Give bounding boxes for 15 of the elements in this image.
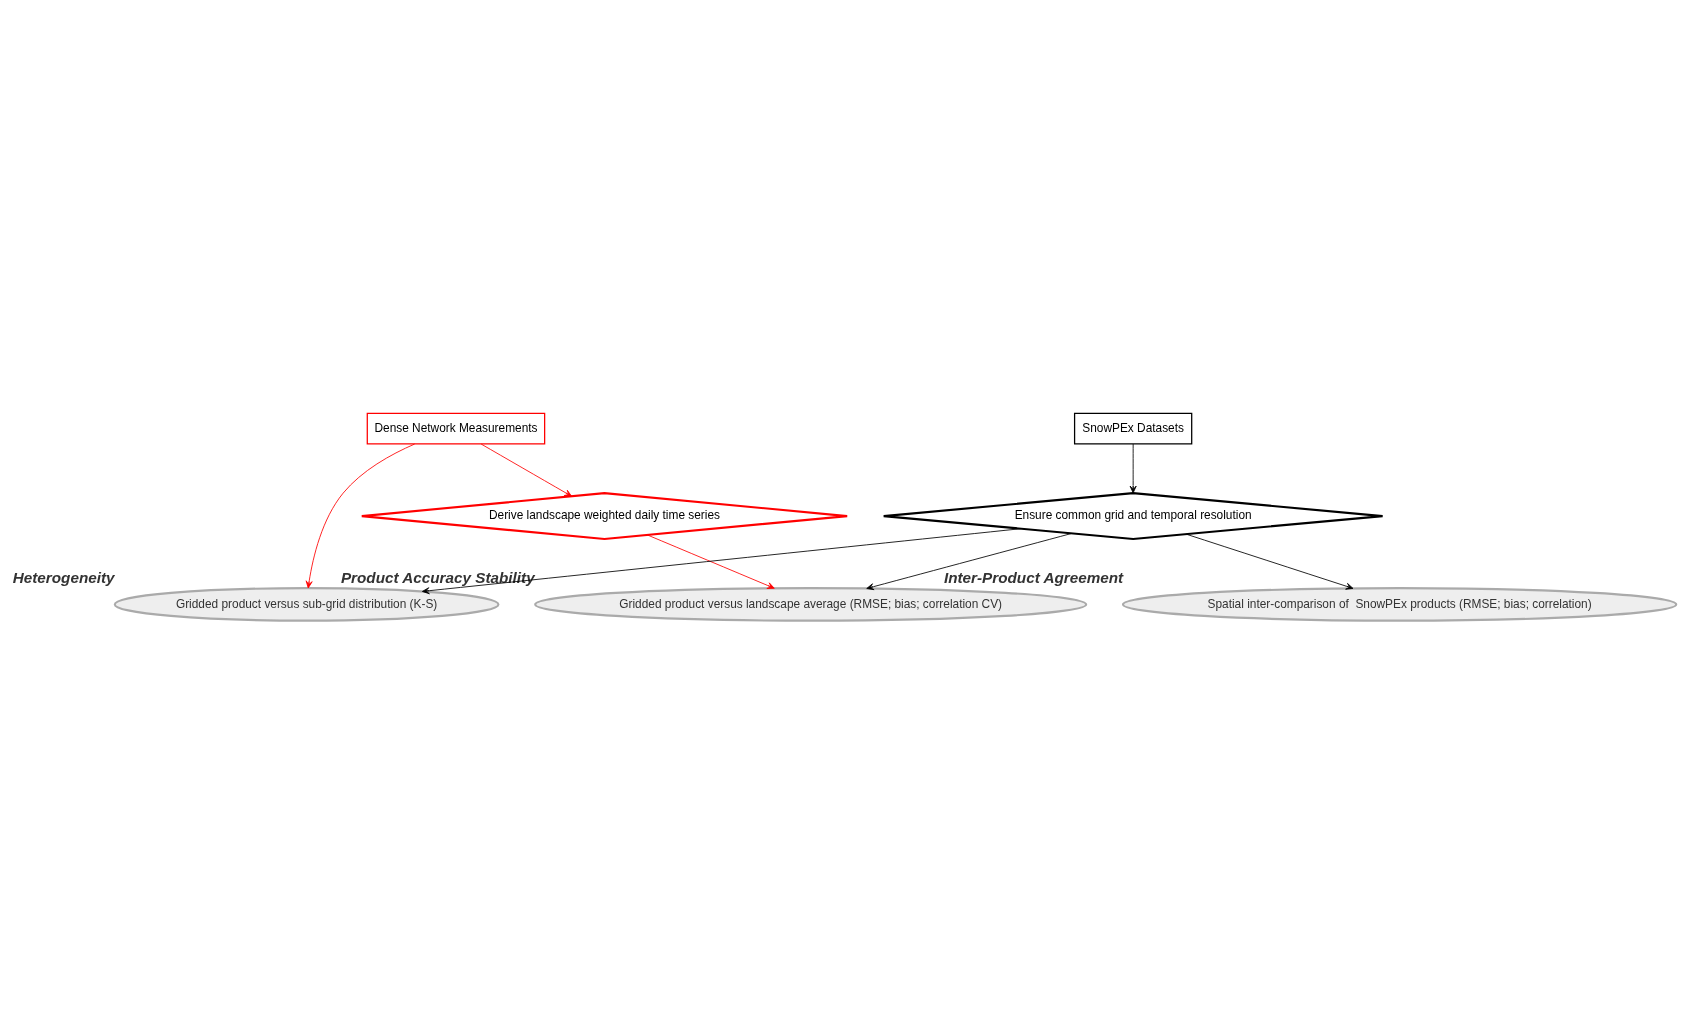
arrow <box>1129 443 1137 493</box>
node-ellipse: Spatial inter-comparison of SnowPEx products (RMSE; bias; correlation) <box>1121 586 1678 622</box>
node-box: Dense Network Measurements <box>366 412 546 445</box>
arrow <box>647 534 775 589</box>
arrow <box>421 527 1022 594</box>
node-diamond: Ensure common grid and temporal resolution <box>882 491 1384 540</box>
node-box: SnowPEx Datasets <box>1073 412 1193 445</box>
node-label: Product Accuracy Stability <box>340 568 535 586</box>
arrow <box>866 532 1073 590</box>
arrow <box>1185 533 1354 590</box>
node-label: Inter-Product Agreement <box>943 568 1124 586</box>
node-label: Heterogeneity <box>12 568 115 586</box>
arrow <box>480 443 572 497</box>
arrow <box>305 443 416 588</box>
node-ellipse: Gridded product versus landscape average (RMSE; bias; correlation CV) <box>534 586 1088 622</box>
